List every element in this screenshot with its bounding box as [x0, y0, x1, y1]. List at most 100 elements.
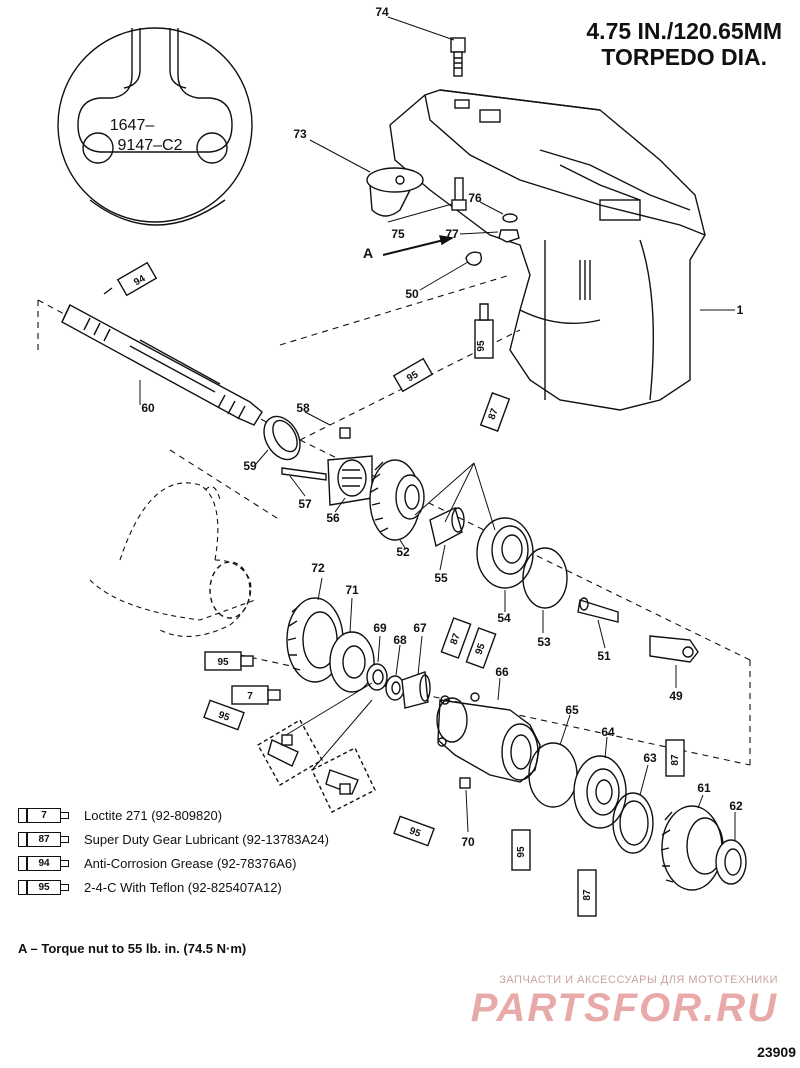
callout-1: 1 [737, 303, 744, 317]
legend-text: Loctite 271 (92-809820) [84, 807, 223, 823]
legend-row: 94 Anti-Corrosion Grease (92-78376A6) [18, 851, 329, 875]
callout-61: 61 [697, 781, 711, 795]
detail-box-right [311, 747, 376, 813]
callout-73: 73 [293, 127, 307, 141]
arrow-a [439, 235, 454, 246]
callout-67: 67 [413, 621, 427, 635]
pin-58 [339, 427, 351, 439]
legend-row: 95 2-4-C With Teflon (92-825407A12) [18, 875, 329, 899]
thrust-washer-71 [329, 631, 375, 693]
callout-74: 74 [375, 5, 389, 19]
bearing-67 [401, 671, 431, 709]
callout-65: 65 [565, 703, 579, 717]
tube-label-95: 95 [405, 369, 421, 384]
callout-69: 69 [373, 621, 387, 635]
callout-a: A [363, 245, 373, 261]
callout-54: 54 [497, 611, 511, 625]
callout-70: 70 [461, 835, 475, 849]
callout-68: 68 [393, 633, 407, 647]
callout-76: 76 [468, 191, 482, 205]
tube-label-7: 7 [247, 691, 253, 702]
callout-52: 52 [396, 545, 410, 559]
figure-number: 23909 [757, 1044, 796, 1060]
callout-66: 66 [495, 665, 509, 679]
stamp-detail [57, 27, 253, 226]
callout-56: 56 [326, 511, 340, 525]
callout-71: 71 [345, 583, 359, 597]
callout-53: 53 [537, 635, 551, 649]
callout-55: 55 [434, 571, 448, 585]
bearing-69 [366, 663, 388, 691]
washer-63-inner [619, 800, 649, 846]
callout-63: 63 [643, 751, 657, 765]
clutch-56 [327, 455, 373, 506]
propeller-hub [209, 561, 251, 619]
callout-75: 75 [391, 227, 405, 241]
callout-59: 59 [243, 459, 257, 473]
tube-icon: 94 [18, 855, 72, 871]
watermark-tagline: ЗАПЧАСТИ И АКСЕССУАРЫ ДЛЯ МОТОТЕХНИКИ [499, 974, 778, 986]
shift-cam-49 [649, 635, 699, 663]
callout-57: 57 [298, 497, 312, 511]
callout-51: 51 [597, 649, 611, 663]
washer-63 [612, 792, 654, 854]
tube-label-94: 94 [132, 273, 148, 288]
lubricant-legend: 7 Loctite 271 (92-809820) 87 Super Duty … [18, 803, 329, 899]
tube-icon: 87 [18, 831, 72, 847]
anode-73 [366, 167, 424, 217]
callout-64: 64 [601, 725, 615, 739]
seal-62 [715, 839, 747, 885]
detail-box-left [257, 719, 323, 786]
tube-icon: 95 [18, 879, 72, 895]
forward-gear-52 [369, 459, 425, 541]
tube-label-95: 95 [217, 710, 232, 724]
tube-label-87: 87 [582, 889, 593, 901]
tube-label-87: 87 [670, 754, 681, 766]
bearing-carrier-66 [436, 692, 541, 783]
gear-housing [389, 89, 706, 411]
key-70 [459, 777, 471, 789]
tube-label-87: 87 [449, 632, 463, 647]
roller-bearing-55 [429, 507, 465, 548]
callout-50: 50 [405, 287, 419, 301]
tube-label-95: 95 [476, 340, 487, 352]
legend-text: 2-4-C With Teflon (92-825407A12) [84, 879, 282, 895]
tube-label-87: 87 [487, 407, 501, 422]
callout-62: 62 [729, 799, 743, 813]
stamp-text-line1: 1647– [110, 117, 155, 134]
tube-label-95: 95 [474, 642, 488, 657]
callout-77: 77 [445, 227, 459, 241]
bearing-64 [573, 755, 627, 829]
tube-label-95: 95 [217, 657, 229, 668]
fasteners-75-77 [451, 177, 520, 266]
legend-text: Super Duty Gear Lubricant (92-13783A24) [84, 831, 329, 847]
lube-tubes [103, 261, 685, 917]
title-line-2: TORPEDO DIA. [601, 44, 768, 70]
tube-label-95: 95 [408, 826, 423, 840]
callout-72: 72 [311, 561, 325, 575]
cross-pin-57 [281, 467, 327, 481]
gear-61 [660, 805, 724, 891]
callout-60: 60 [141, 401, 155, 415]
legend-row: 87 Super Duty Gear Lubricant (92-13783A2… [18, 827, 329, 851]
callout-49: 49 [669, 689, 683, 703]
bolt-74 [450, 37, 466, 77]
ring-59 [263, 415, 301, 461]
callout-58: 58 [296, 401, 310, 415]
diagram-title: 4.75 IN./120.65MM TORPEDO DIA. [586, 18, 782, 70]
legend-text: Anti-Corrosion Grease (92-78376A6) [84, 855, 297, 871]
bearing-cup-54 [476, 517, 534, 589]
stamp-text-line2: 9147–C2 [118, 137, 183, 154]
legend-row: 7 Loctite 271 (92-809820) [18, 803, 329, 827]
o-ring-53 [522, 547, 568, 609]
propeller-outline [89, 482, 256, 637]
shift-shaft-51 [577, 597, 619, 623]
torque-note: A – Torque nut to 55 lb. in. (74.5 N·m) [18, 941, 247, 956]
watermark-logo: PARTSFOR.RU [470, 986, 778, 1030]
tube-icon: 7 [18, 807, 72, 823]
tube-label-95: 95 [516, 846, 527, 858]
propeller-shaft-60 [61, 304, 263, 426]
o-ring-65 [528, 742, 578, 808]
title-line-1: 4.75 IN./120.65MM [586, 18, 782, 44]
